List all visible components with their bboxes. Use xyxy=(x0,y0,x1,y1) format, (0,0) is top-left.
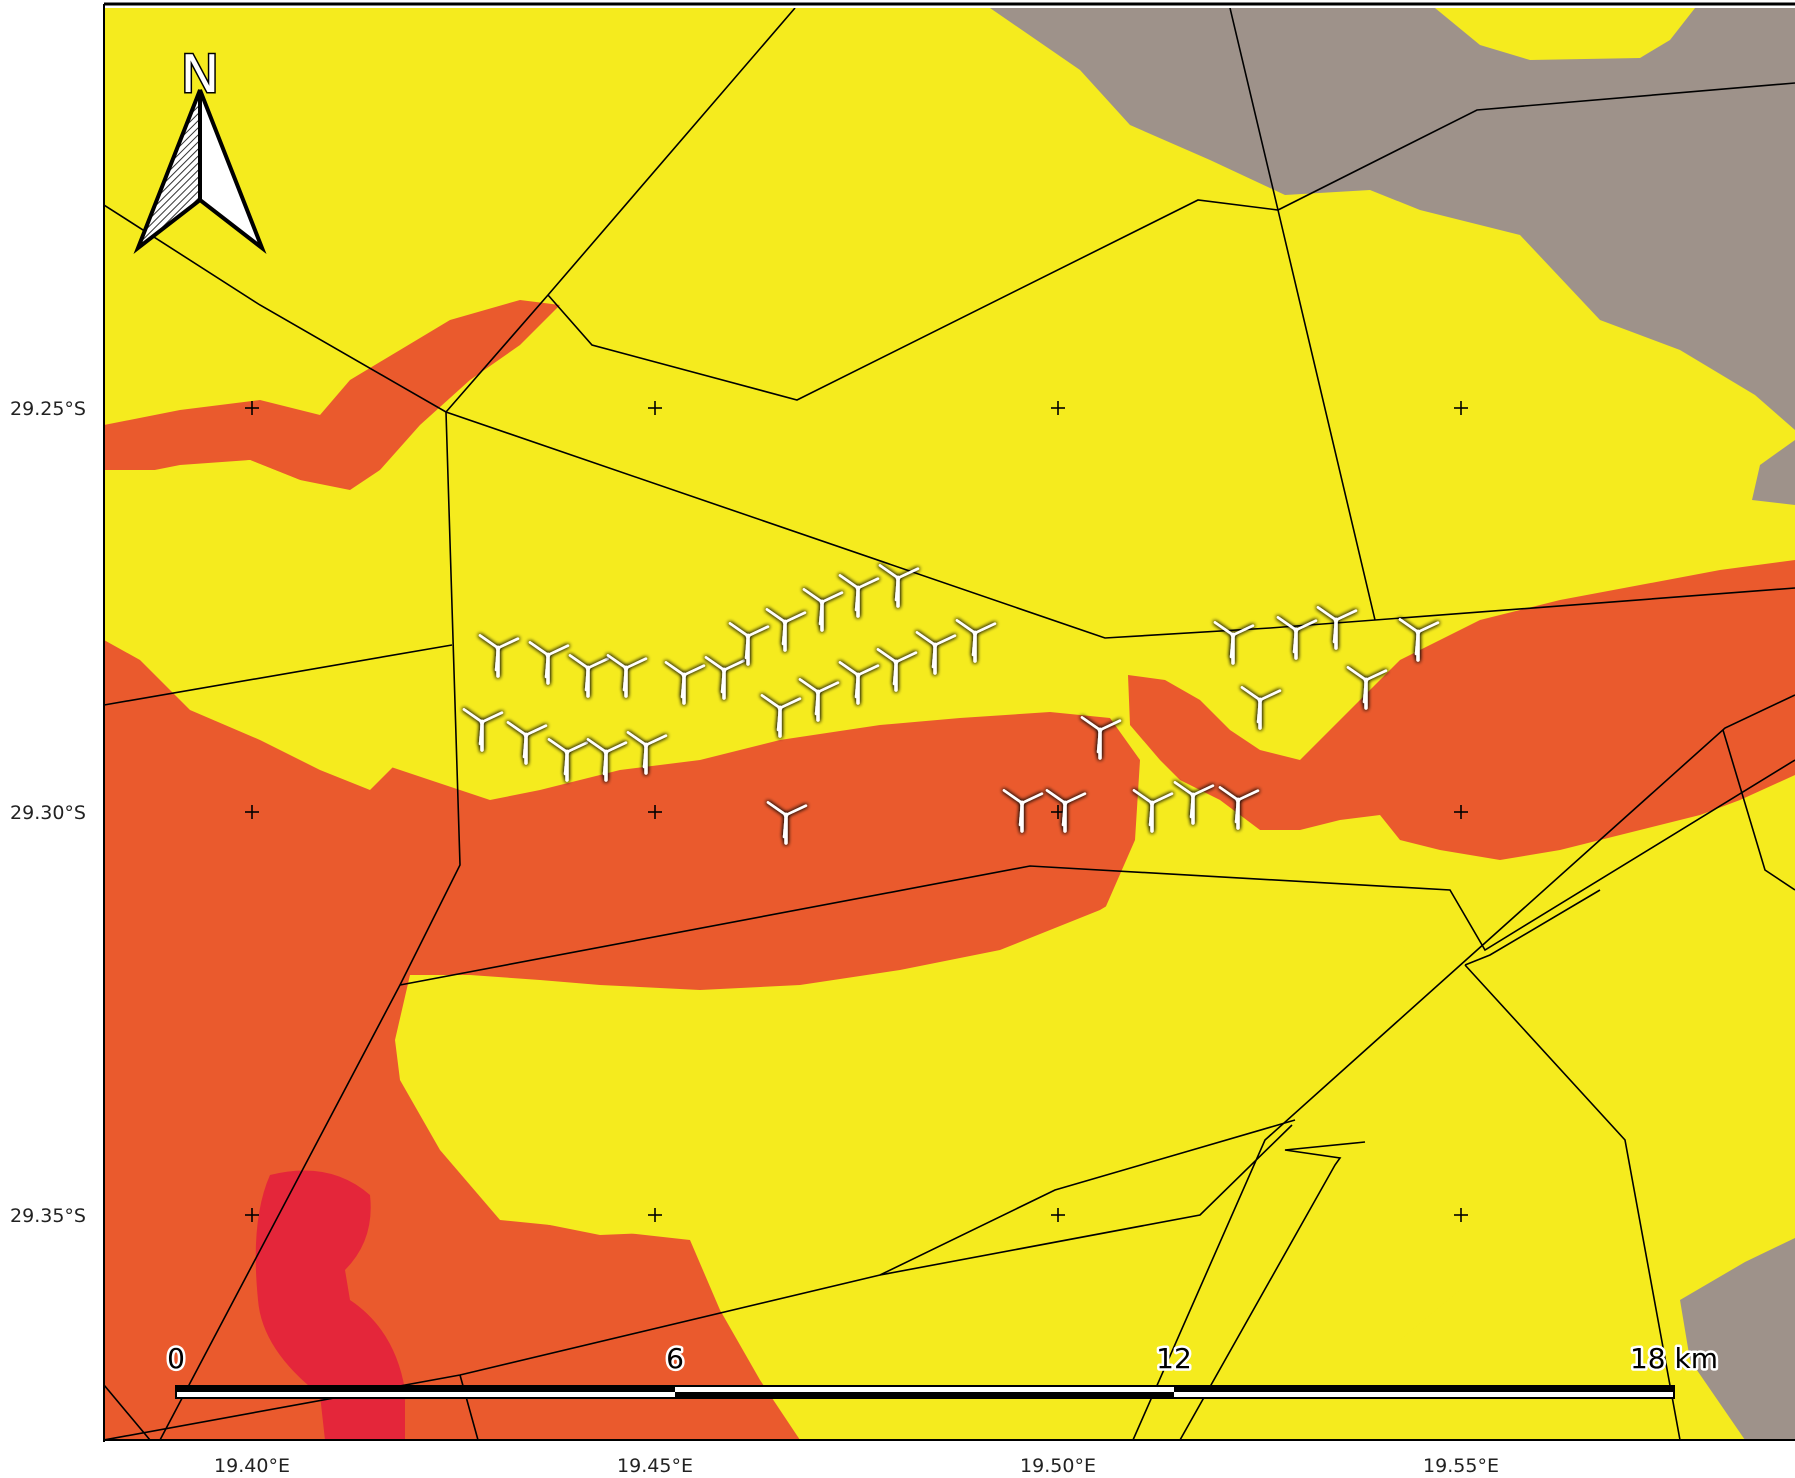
x-axis-label: 19.45°E xyxy=(617,1455,693,1477)
graticule-cross xyxy=(1454,1208,1468,1222)
north-letter: N xyxy=(181,45,220,105)
wind-turbine-icon xyxy=(1173,781,1215,825)
satellite-area-east xyxy=(1752,440,1795,505)
scale-label: 18 km xyxy=(1630,1342,1718,1375)
wind-turbine-icon xyxy=(664,661,706,705)
wind-turbine-icon xyxy=(760,694,802,738)
graticule-cross xyxy=(648,1208,662,1222)
wind-turbine-icon xyxy=(915,631,957,675)
wind-turbine-icon xyxy=(728,622,770,666)
wind-turbine-icon xyxy=(876,648,918,692)
wind-turbine-icon xyxy=(1080,716,1122,760)
wind-turbine-icon xyxy=(606,654,648,698)
wind-turbine-icon xyxy=(528,641,570,685)
graticule-cross xyxy=(1051,1208,1065,1222)
wind-turbine-icon xyxy=(1045,789,1087,833)
scale-label: 6 xyxy=(666,1342,684,1375)
y-axis-labels: 29.25°S 29.30°S 29.35°S xyxy=(10,398,86,1227)
wind-turbine-icon xyxy=(704,656,746,700)
wind-turbine-icon xyxy=(1316,606,1358,650)
scale-label: 12 xyxy=(1156,1342,1192,1375)
y-axis-label: 29.30°S xyxy=(10,802,86,824)
wind-turbine-icon xyxy=(1213,621,1255,665)
wind-turbine-icon xyxy=(766,801,808,845)
y-axis-label: 29.25°S xyxy=(10,398,86,420)
wind-turbine-icon xyxy=(1218,786,1260,830)
high-zone xyxy=(255,1170,405,1440)
wind-turbine-icon xyxy=(462,708,504,752)
scale-bar-segment-2 xyxy=(675,1386,1174,1392)
wind-turbine-icon xyxy=(547,738,589,782)
graticule-cross xyxy=(648,805,662,819)
graticule-cross xyxy=(1051,401,1065,415)
graticule-cross xyxy=(245,1208,259,1222)
unmasked-satellite-areas xyxy=(990,8,1795,1440)
wind-turbine-icon xyxy=(1132,789,1174,833)
graticule-cross xyxy=(1051,805,1065,819)
satellite-area-north xyxy=(990,8,1795,430)
x-axis-label: 19.40°E xyxy=(214,1455,290,1477)
moderate-zone-northwest xyxy=(104,300,560,490)
wind-turbine-icon xyxy=(568,654,610,698)
satellite-area-southeast xyxy=(1680,1238,1795,1440)
north-arrow-icon: N xyxy=(133,44,267,255)
wind-turbine-icon xyxy=(626,731,668,775)
suitable-islands xyxy=(104,440,1560,1440)
graticule-cross xyxy=(1454,805,1468,819)
scale-bar xyxy=(175,1385,1675,1399)
x-axis-label: 19.50°E xyxy=(1020,1455,1096,1477)
wind-turbine-icon xyxy=(1276,616,1318,660)
wind-turbine-icon xyxy=(955,619,997,663)
scale-bar-segment-3 xyxy=(1174,1392,1674,1398)
wind-turbine-icon xyxy=(802,588,844,632)
wind-turbine-icon xyxy=(878,564,920,608)
moderate-zone-east xyxy=(1128,560,1795,860)
wind-turbine-icon xyxy=(506,721,548,765)
scale-label: 0 xyxy=(167,1342,185,1375)
wind-turbine-icon xyxy=(798,678,840,722)
suitable-patch-north xyxy=(1435,8,1695,60)
scale-bar-segment-1 xyxy=(176,1392,675,1398)
wind-turbine-icon xyxy=(478,634,520,678)
map-frame xyxy=(104,8,1795,1440)
wind-turbine-icon xyxy=(1240,686,1282,730)
wind-turbine-icon xyxy=(838,661,880,705)
graticule-cross xyxy=(1454,401,1468,415)
wind-turbine-icon xyxy=(1346,666,1388,710)
graticule xyxy=(245,401,1468,1222)
x-axis-label: 19.55°E xyxy=(1423,1455,1499,1477)
turbine-layer xyxy=(462,564,1440,845)
wind-turbine-icon xyxy=(1002,789,1044,833)
graticule-cross xyxy=(245,805,259,819)
graticule-cross xyxy=(245,401,259,415)
wind-turbine-icon xyxy=(586,738,628,782)
region-boundaries xyxy=(104,8,1795,1440)
graticule-cross xyxy=(648,401,662,415)
wind-turbine-icon xyxy=(765,608,807,652)
wind-turbine-icon xyxy=(838,574,880,618)
wind-turbine-icon xyxy=(1398,618,1440,662)
y-axis-label: 29.35°S xyxy=(10,1205,86,1227)
x-axis-labels: 19.40°E 19.45°E 19.50°E 19.55°E xyxy=(214,1455,1499,1477)
